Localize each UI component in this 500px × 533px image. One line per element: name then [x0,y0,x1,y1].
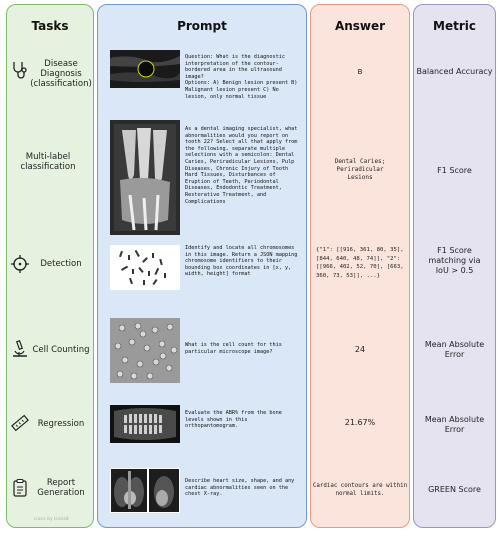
tasks-header: Tasks [31,19,69,33]
answer-diagnosis: B [357,68,363,76]
metric-header: Metric [433,19,476,33]
chest-xray-image [110,468,180,513]
answer-cell-counting: 24 [354,345,366,354]
metric-regression: Mean Absolute Error [424,415,485,434]
answer-report: Cardiac contours are within normal limit… [312,483,408,497]
prompt-header: Prompt [177,19,227,33]
prompt-text-regression: Evaluate the ABR% from the bone levels s… [185,410,282,430]
prompt-text-diagnosis: Question: What is the diagnostic interpr… [185,54,298,100]
task-label-diagnosis: Disease Diagnosis (classification) [30,59,92,89]
clipboard-icon [13,478,27,497]
ultrasound-image [110,50,180,88]
panoramic-xray-image [110,405,180,443]
prompt-text-multilabel: As a dental imaging specialist, what abn… [185,126,298,205]
metric-column: Metric [413,4,496,528]
prompt-text-report: Describe heart size, shape, and any card… [185,478,295,498]
answer-header: Answer [334,19,386,33]
dental-xray-image [110,120,180,235]
metric-report: GREEN Score [428,485,481,494]
answer-column: Answer [310,4,410,528]
stethoscope-icon [13,62,27,79]
chromosome-image [110,245,180,290]
microscope-icon [13,339,27,357]
crosshair-icon [11,255,29,273]
task-label-detection: Detection [40,259,82,269]
metric-detection: F1 Score matching via IoU > 0.5 [428,246,481,275]
prompt-text-cell-counting: What is the cell count for this particul… [185,342,282,355]
answer-detection: {"1": [[916, 361, 80, 35], [844, 640, 48… [316,247,404,279]
answer-multilabel: Dental Caries; Periradicular Lesions [334,158,386,181]
task-label-report: Report Generation [37,478,85,498]
metric-multilabel: F1 Score [437,166,472,175]
answer-regression: 21.67% [344,418,376,427]
prompt-text-detection: Identify and locate all chromosomes in t… [185,245,298,278]
metric-diagnosis: Balanced Accuracy [416,67,493,76]
task-label-regression: Regression [37,419,85,429]
tasks-column: Tasks [6,4,94,528]
ruler-icon [11,414,29,432]
metric-cell-counting: Mean Absolute Error [424,340,485,359]
icon-credit: icons by Icons8 [34,517,69,522]
task-label-cell-counting: Cell Counting [32,345,90,355]
microscope-cells-image [110,318,180,383]
task-label-multilabel: Multi-label classification [20,152,76,172]
